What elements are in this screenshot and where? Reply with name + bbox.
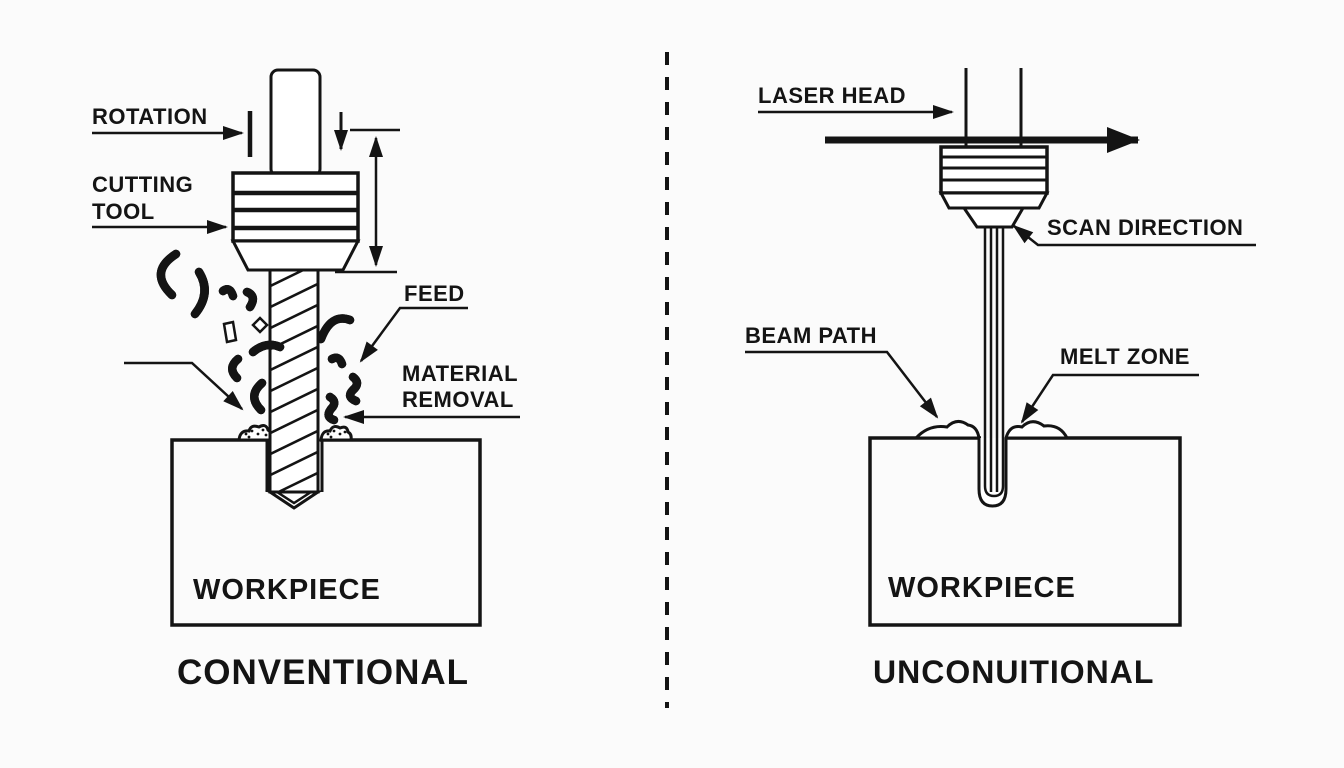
laser-head-body: [938, 145, 1050, 229]
feed-dimension: [334, 112, 400, 274]
label-tool: TOOL: [92, 199, 155, 224]
burr-mound-right: [319, 425, 353, 442]
title-conventional: CONVENTIONAL: [177, 653, 469, 692]
chips: [161, 249, 357, 425]
label-melt-zone: MELT ZONE: [1060, 344, 1190, 369]
label-cutting: CUTTING: [92, 172, 193, 197]
unlabeled-leader-arrow: [124, 361, 244, 411]
chip-fragment: [222, 320, 238, 344]
drill-shank: [269, 68, 322, 178]
beam-path-leader: [745, 350, 939, 419]
label-feed: FEED: [404, 281, 465, 306]
cutting-tool-chuck: [230, 171, 361, 272]
laser-nozzle: [961, 206, 1026, 229]
chip-fragment: [251, 316, 269, 334]
burr-mound-left: [237, 424, 273, 442]
melt-mound-left: [912, 420, 981, 440]
label-rotation: ROTATION: [92, 104, 208, 129]
label-workpiece-right: WORKPIECE: [888, 572, 1076, 604]
title-unconventional: UNCONUITIONAL: [873, 654, 1154, 690]
drill-bit: [265, 266, 323, 510]
rotation-annotation: [92, 111, 253, 157]
label-laser-head: LASER HEAD: [758, 83, 906, 108]
conventional-panel: ROTATION CUTTING TOOL FEED MATERIAL REMO…: [92, 68, 520, 692]
drill-tip: [265, 490, 323, 510]
unconventional-panel: LASER HEAD SCAN DIRECTION BEAM PATH MELT…: [745, 68, 1256, 690]
label-beam-path: BEAM PATH: [745, 323, 877, 348]
label-removal: REMOVAL: [402, 387, 514, 412]
label-scan-direction: SCAN DIRECTION: [1047, 215, 1243, 240]
feed-leader-arrow: [359, 306, 468, 363]
scan-direction-leader: [1012, 224, 1256, 247]
laser-beam: [983, 227, 1005, 498]
melt-zone-leader: [1020, 373, 1199, 424]
label-workpiece-left: WORKPIECE: [193, 574, 381, 606]
melt-mound-right: [1004, 420, 1070, 440]
label-material: MATERIAL: [402, 361, 518, 386]
